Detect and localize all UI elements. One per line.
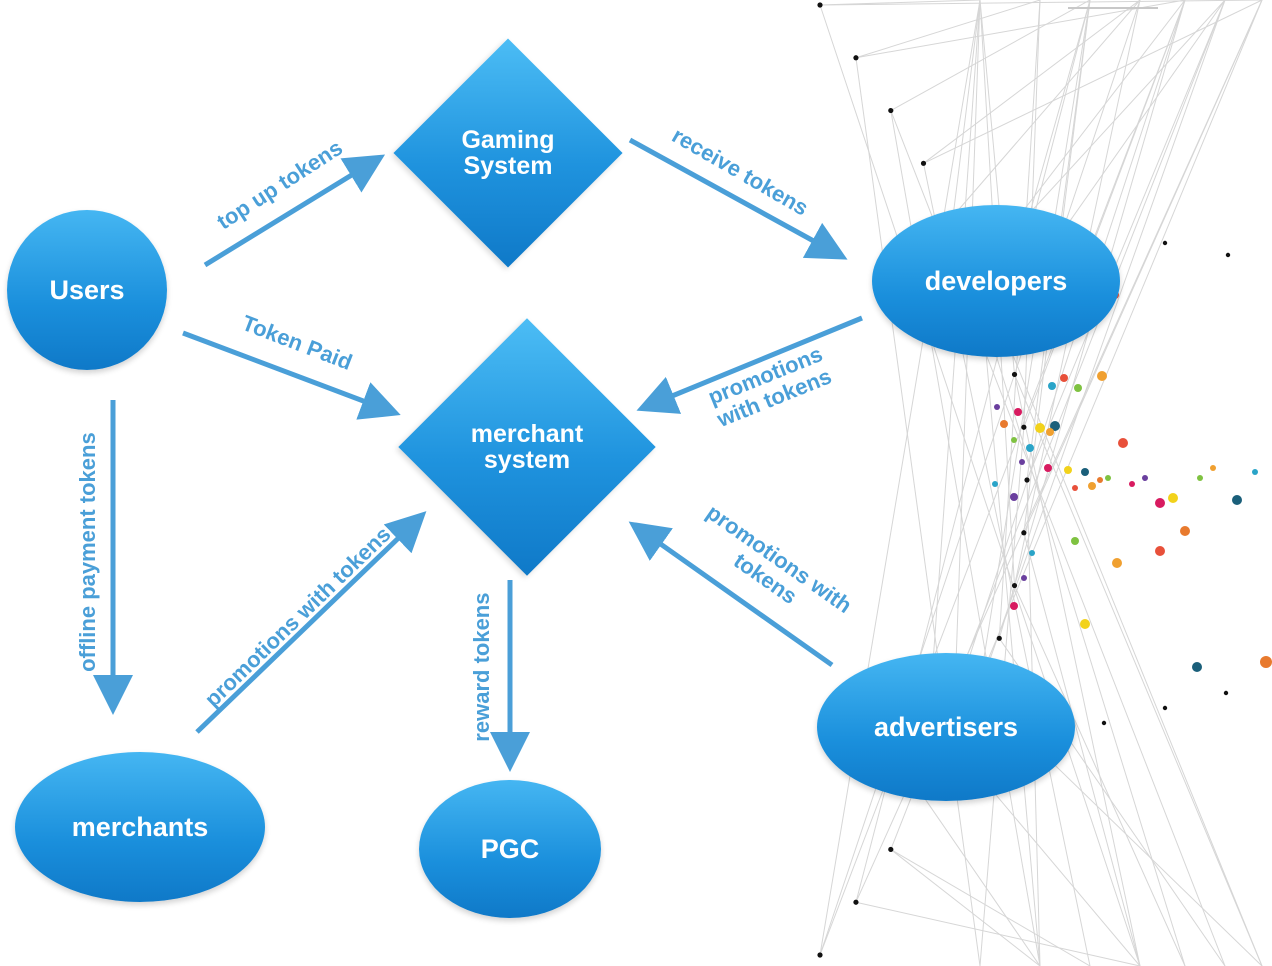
arrow-top-up-tokens xyxy=(203,154,386,268)
arrow-receive-tokens xyxy=(628,137,848,260)
merchants-node: merchants xyxy=(15,752,265,902)
users-node: Users xyxy=(7,210,167,370)
reward-tokens-label: reward tokens xyxy=(468,592,494,742)
arrow-token-paid xyxy=(182,330,401,420)
arrow-promotions-developers xyxy=(636,315,863,414)
merchant-system-label: merchant system xyxy=(470,419,584,474)
merchants-label: merchants xyxy=(71,811,209,842)
gaming-system-label: Gaming System xyxy=(461,125,555,180)
pgc-node: PGC xyxy=(419,780,601,918)
advertisers-label: advertisers xyxy=(873,711,1019,742)
offline-payment-tokens-label: offline payment tokens xyxy=(74,432,100,672)
advertisers-node: advertisers xyxy=(817,653,1075,801)
merchant-system-node: merchant system xyxy=(398,318,656,576)
developers-label: developers xyxy=(924,265,1068,296)
pgc-label: PGC xyxy=(480,833,540,864)
arrow-promotions-advertisers xyxy=(628,521,834,668)
users-label: Users xyxy=(49,274,125,305)
arrow-promotions-merchants xyxy=(195,511,427,734)
gaming-system-node: Gaming System xyxy=(393,38,623,268)
developers-node: developers xyxy=(872,205,1120,357)
